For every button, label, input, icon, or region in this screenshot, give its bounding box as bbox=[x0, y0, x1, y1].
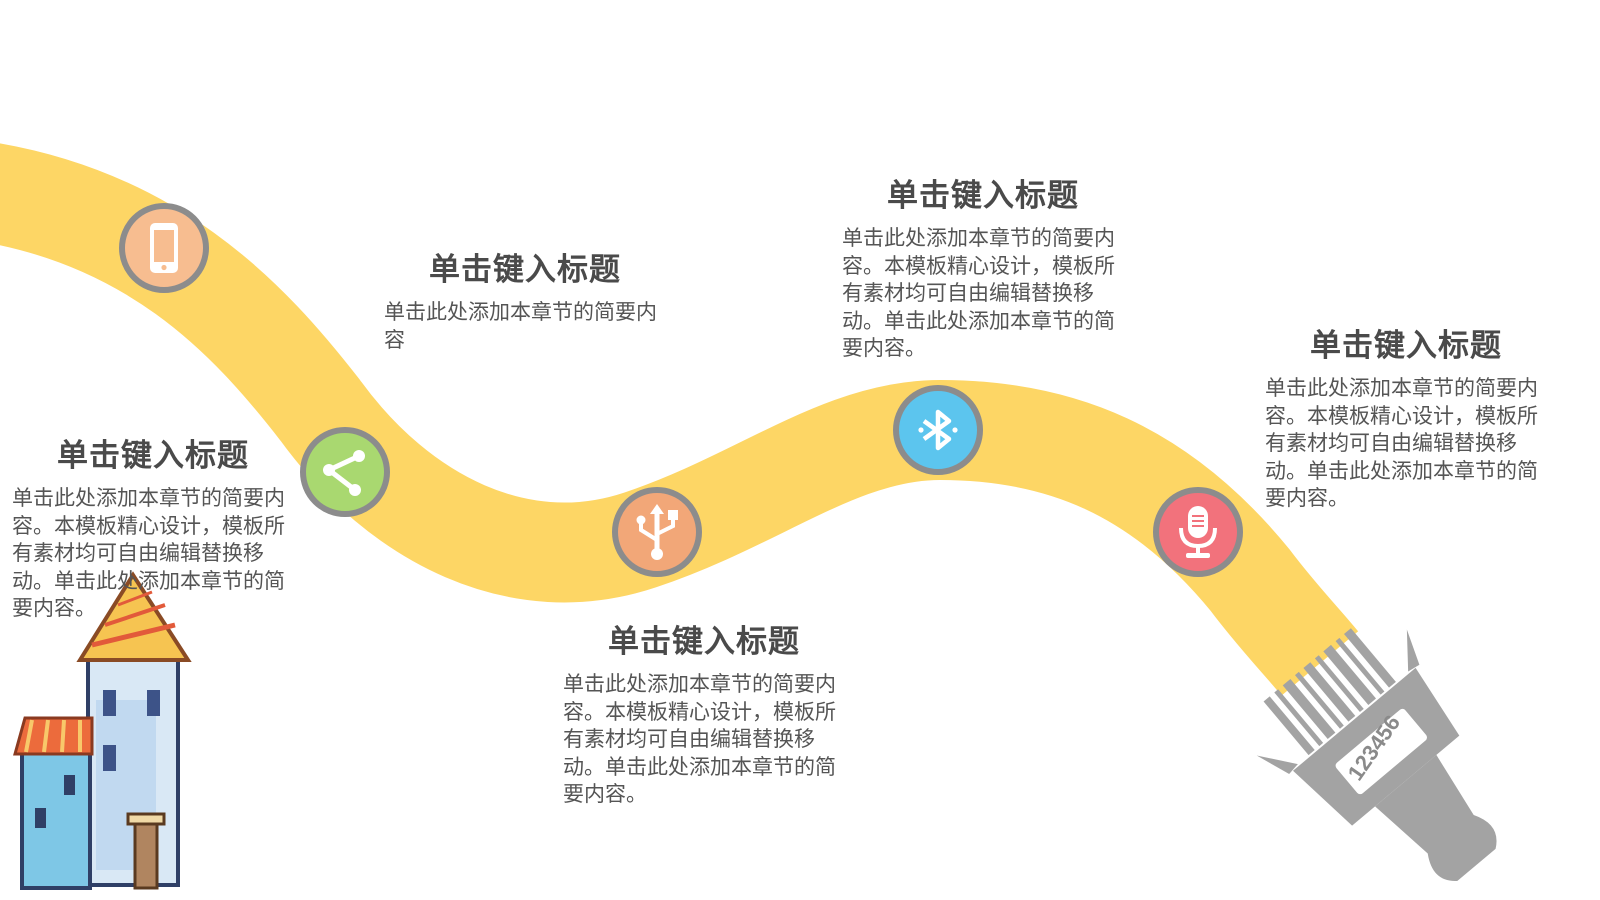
share-icon bbox=[323, 450, 365, 496]
step-title: 单击键入标题 bbox=[608, 624, 800, 660]
house-illustration bbox=[13, 571, 192, 890]
phone-icon bbox=[150, 223, 178, 273]
step-body: 单击此处添加本章节的简要内容。本模板精心设计，模板所有素材均可自由编辑替换移动。… bbox=[1265, 376, 1538, 510]
step-title: 单击键入标题 bbox=[1310, 328, 1502, 364]
node-bluetooth bbox=[893, 385, 983, 475]
step-title: 单击键入标题 bbox=[429, 252, 621, 288]
step-body: 单击此处添加本章节的简要内容。本模板精心设计，模板所有素材均可自由编辑替换移动。… bbox=[563, 672, 836, 806]
step-body: 单击此处添加本章节的简要内容 bbox=[384, 300, 657, 352]
step-block-2: 单击键入标题 单击此处添加本章节的简要内容 bbox=[384, 244, 666, 354]
microphone-icon bbox=[1179, 506, 1217, 558]
step-block-4: 单击键入标题 单击此处添加本章节的简要内容。本模板精心设计，模板所有素材均可自由… bbox=[842, 170, 1124, 363]
step-title: 单击键入标题 bbox=[57, 438, 249, 474]
node-share bbox=[300, 427, 390, 517]
node-usb bbox=[612, 487, 702, 577]
step-block-1: 单击键入标题 单击此处添加本章节的简要内容。本模板精心设计，模板所有素材均可自由… bbox=[12, 430, 294, 623]
node-microphone bbox=[1153, 487, 1243, 577]
usb-icon bbox=[636, 504, 678, 560]
step-title: 单击键入标题 bbox=[887, 178, 1079, 214]
bluetooth-icon bbox=[918, 409, 958, 451]
step-block-5: 单击键入标题 单击此处添加本章节的简要内容。本模板精心设计，模板所有素材均可自由… bbox=[1265, 320, 1547, 513]
node-phone bbox=[119, 203, 209, 293]
step-block-3: 单击键入标题 单击此处添加本章节的简要内容。本模板精心设计，模板所有素材均可自由… bbox=[563, 616, 845, 809]
step-body: 单击此处添加本章节的简要内容。本模板精心设计，模板所有素材均可自由编辑替换移动。… bbox=[12, 486, 285, 620]
paint-brush-illustration bbox=[1256, 628, 1497, 881]
step-body: 单击此处添加本章节的简要内容。本模板精心设计，模板所有素材均可自由编辑替换移动。… bbox=[842, 226, 1115, 360]
